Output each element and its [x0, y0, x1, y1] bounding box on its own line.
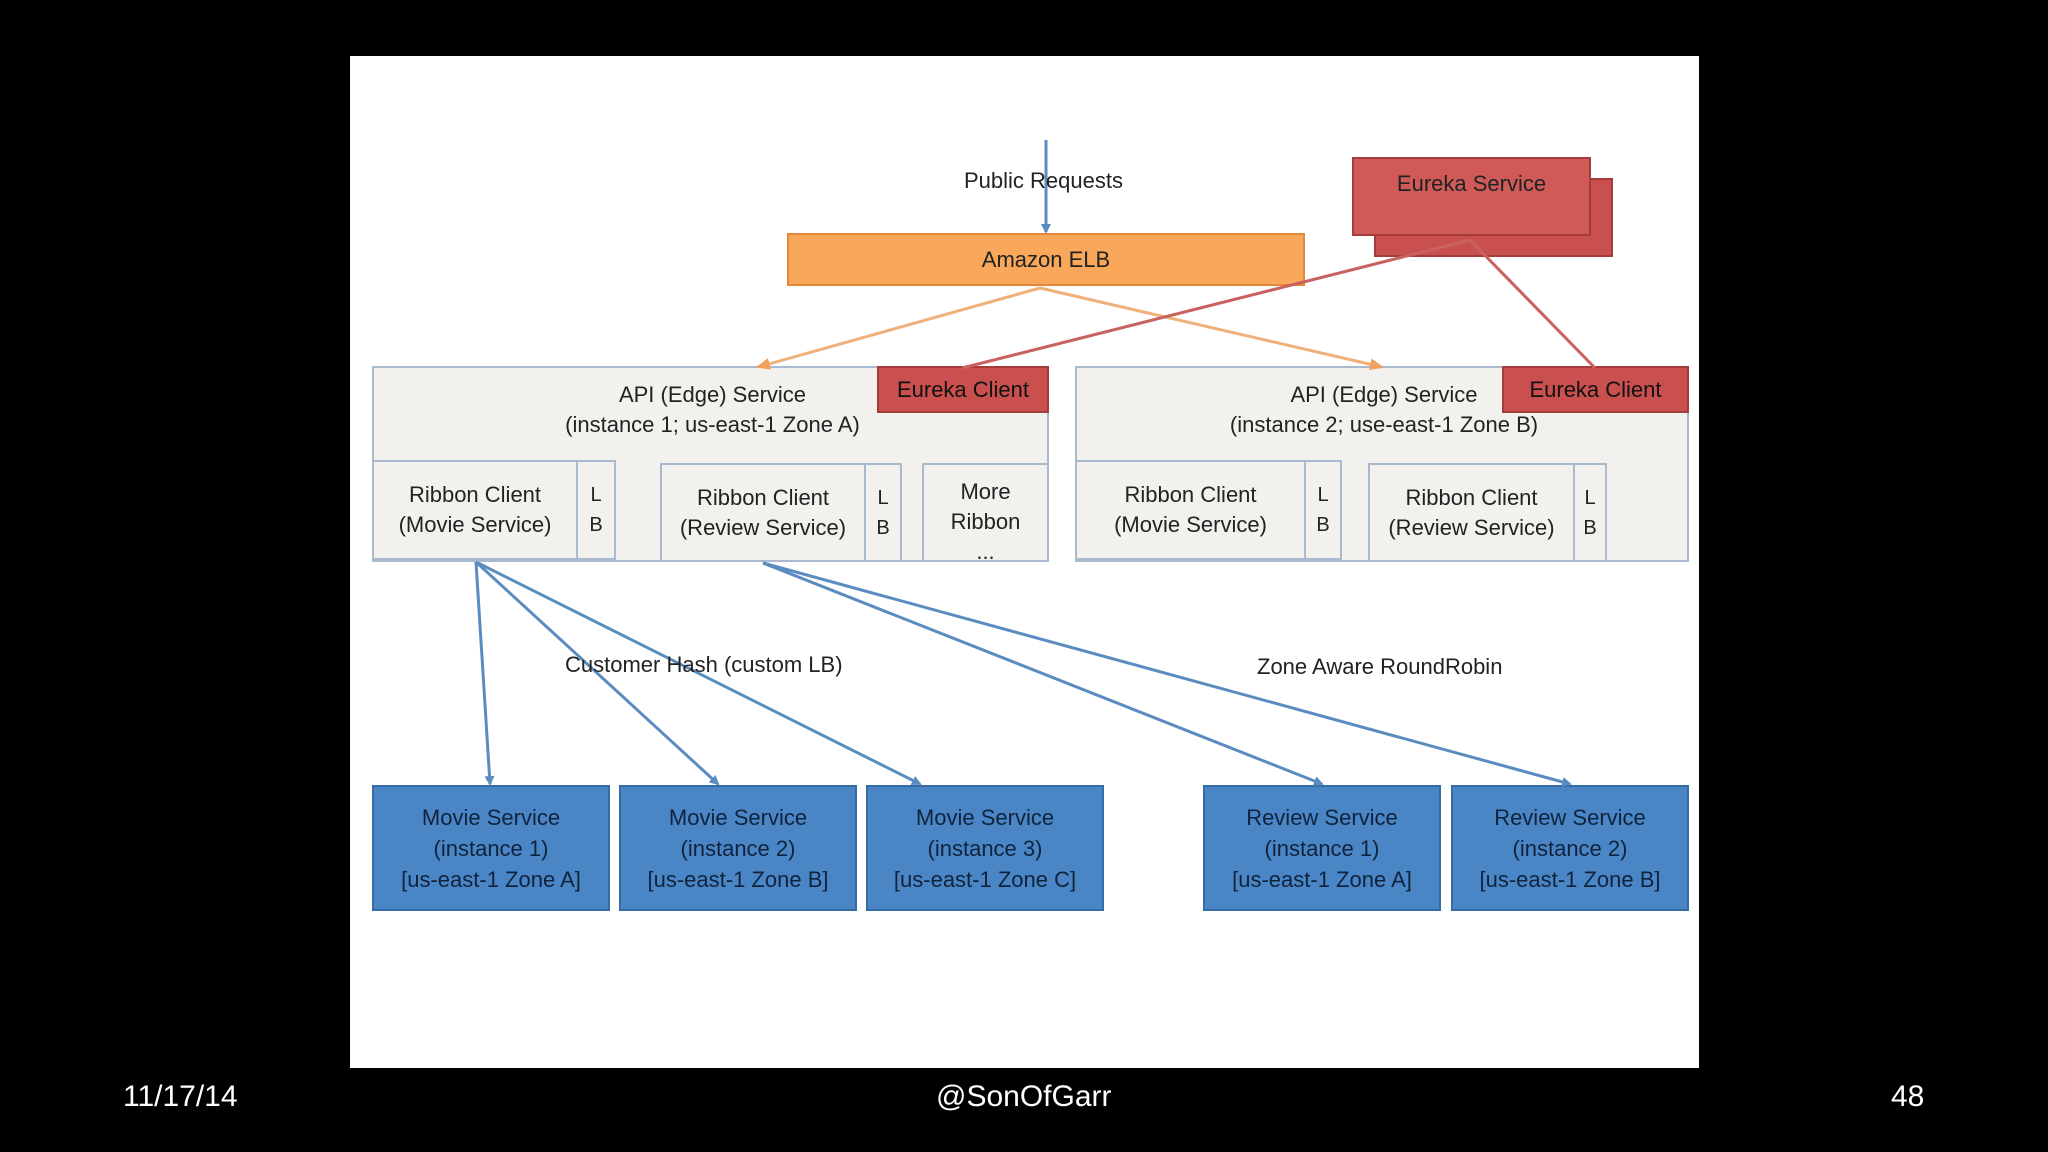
- lb-movie-b: L B: [1304, 460, 1342, 560]
- lb-review-a-label: L B: [876, 486, 890, 539]
- ribbon-review-a-label: Ribbon Client (Review Service): [679, 484, 847, 540]
- ribbon-client-movie-b: Ribbon Client (Movie Service): [1075, 460, 1306, 560]
- zone-aware-label: Zone Aware RoundRobin: [1257, 654, 1503, 679]
- lb-movie-b-label: L B: [1316, 484, 1330, 536]
- ribbon-movie-b-label: Ribbon Client (Movie Service): [1114, 482, 1267, 537]
- ribbon-client-review-b: Ribbon Client (Review Service): [1368, 463, 1575, 562]
- movie-service-3-label: Movie Service (instance 3) [us-east-1 Zo…: [893, 804, 1077, 892]
- amazon-elb-label: Amazon ELB: [981, 246, 1111, 272]
- eureka-service-label: Eureka Service: [1396, 171, 1547, 196]
- movie-service-1-label: Movie Service (instance 1) [us-east-1 Zo…: [401, 804, 581, 892]
- more-ribbon-label: More Ribbon ...: [950, 478, 1021, 562]
- lb-review-b-label: L B: [1583, 486, 1597, 539]
- lb-movie-a-label: L B: [589, 484, 603, 536]
- api-a-title: API (Edge) Service (instance 1; us-east-…: [565, 382, 860, 437]
- footer-handle: @SonOfGarr: [936, 1080, 1112, 1113]
- eureka-client-b: Eureka Client: [1502, 366, 1689, 413]
- footer-date: 11/17/14: [123, 1080, 238, 1113]
- eureka-client-b-label: Eureka Client: [1529, 376, 1662, 402]
- eureka-client-a-label: Eureka Client: [896, 376, 1030, 402]
- movie-service-instance-2: Movie Service (instance 2) [us-east-1 Zo…: [619, 785, 857, 911]
- review-service-1-label: Review Service (instance 1) [us-east-1 Z…: [1232, 804, 1412, 892]
- movie-service-instance-3: Movie Service (instance 3) [us-east-1 Zo…: [866, 785, 1104, 911]
- more-ribbon-box: More Ribbon ...: [922, 463, 1049, 562]
- eureka-client-a: Eureka Client: [877, 366, 1049, 413]
- review-service-2-label: Review Service (instance 2) [us-east-1 Z…: [1479, 804, 1661, 892]
- eureka-service-box: Eureka Service: [1352, 157, 1591, 236]
- review-service-instance-1: Review Service (instance 1) [us-east-1 Z…: [1203, 785, 1441, 911]
- footer-page-number: 48: [1891, 1080, 1925, 1113]
- lb-movie-a: L B: [576, 460, 616, 560]
- movie-service-instance-1: Movie Service (instance 1) [us-east-1 Zo…: [372, 785, 610, 911]
- ribbon-client-review-a: Ribbon Client (Review Service): [660, 463, 866, 562]
- api-b-title: API (Edge) Service (instance 2; use-east…: [1229, 382, 1539, 437]
- ribbon-movie-a-label: Ribbon Client (Movie Service): [398, 482, 552, 537]
- movie-service-2-label: Movie Service (instance 2) [us-east-1 Zo…: [647, 804, 829, 892]
- customer-hash-label: Customer Hash (custom LB): [565, 652, 843, 677]
- ribbon-review-b-label: Ribbon Client (Review Service): [1388, 484, 1555, 540]
- ribbon-client-movie-a: Ribbon Client (Movie Service): [372, 460, 578, 560]
- review-service-instance-2: Review Service (instance 2) [us-east-1 Z…: [1451, 785, 1689, 911]
- amazon-elb-box: Amazon ELB: [787, 233, 1305, 286]
- lb-review-a: L B: [864, 463, 902, 562]
- public-requests-label: Public Requests: [964, 168, 1123, 193]
- lb-review-b: L B: [1573, 463, 1607, 562]
